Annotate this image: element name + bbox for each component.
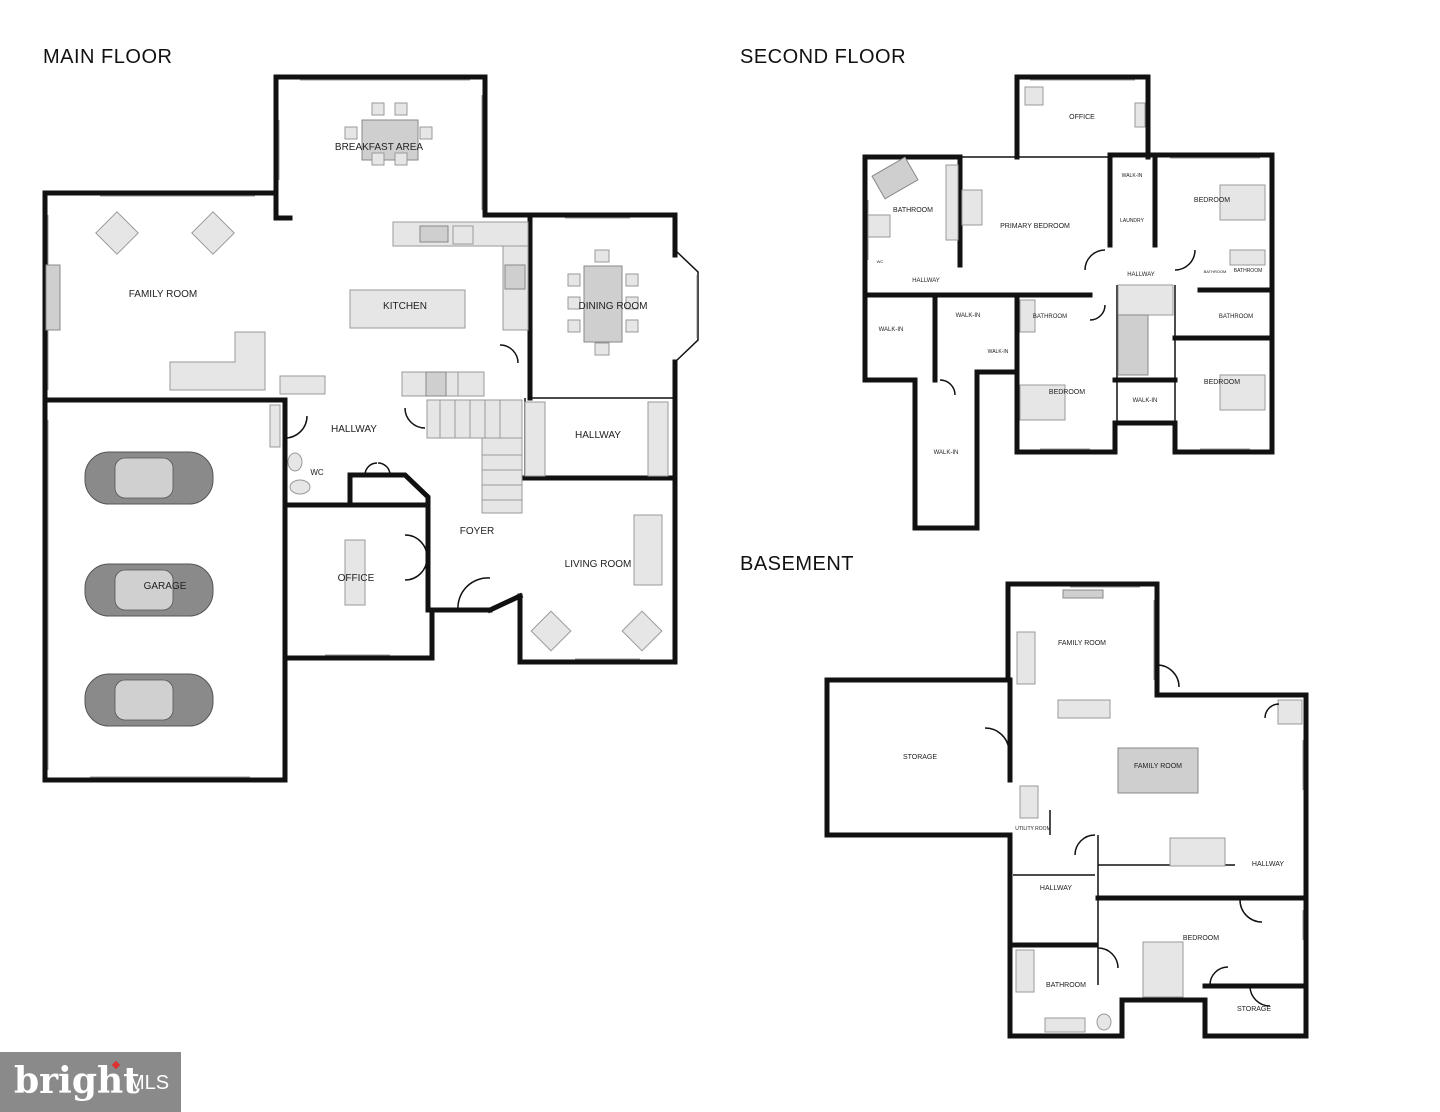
walk-in-label: WALK-IN xyxy=(879,327,904,333)
logo-brand: bright xyxy=(14,1060,140,1102)
second-floor-title: SECOND FLOOR xyxy=(740,46,907,68)
wc-label: WC xyxy=(310,468,324,477)
basement-plan: FAMILY ROOM STORAGE FAMILY ROOM UTILITY … xyxy=(824,581,1309,1039)
car-icon xyxy=(84,563,214,617)
bathroom-label: BATHROOM xyxy=(1234,268,1263,274)
family-room-label: FAMILY ROOM xyxy=(1134,763,1182,770)
logo-mls: MLS xyxy=(128,1072,170,1094)
car-icon xyxy=(84,673,214,727)
hallway-label: HALLWAY xyxy=(331,424,377,435)
bathroom-label: BATHROOM xyxy=(1046,982,1086,989)
bedroom-label: BEDROOM xyxy=(1194,197,1230,204)
main-floor-plan: BREAKFAST AREA FAMILY ROOM KITCHEN DININ… xyxy=(42,74,699,783)
dining-room-label: DINING ROOM xyxy=(579,301,648,312)
utility-room-label: UTILITY ROOM xyxy=(1015,826,1050,832)
storage-label: STORAGE xyxy=(903,754,937,761)
living-room-label: LIVING ROOM xyxy=(565,559,632,570)
hallway-label: HALLWAY xyxy=(575,430,621,441)
wc-label: WC xyxy=(877,259,884,264)
family-room-label: FAMILY ROOM xyxy=(1058,640,1106,647)
hallway-label: HALLWAY xyxy=(1252,861,1284,868)
bedroom-label: BEDROOM xyxy=(1049,389,1085,396)
storage-label: STORAGE xyxy=(1237,1006,1271,1013)
walk-in-label: WALK-IN xyxy=(934,450,959,456)
foyer-label: FOYER xyxy=(460,526,494,537)
breakfast-area-label: BREAKFAST AREA xyxy=(335,142,424,153)
office-label: OFFICE xyxy=(1069,114,1095,121)
second-floor-plan: OFFICE BATHROOM PRIMARY BEDROOM WALK-IN … xyxy=(862,74,1275,531)
kitchen-label: KITCHEN xyxy=(383,301,427,312)
hallway-label: HALLWAY xyxy=(1040,885,1072,892)
bedroom-label: BEDROOM xyxy=(1183,935,1219,942)
laundry-label: LAUNDRY xyxy=(1120,218,1144,224)
bedroom-label: BEDROOM xyxy=(1204,379,1240,386)
family-room-label: FAMILY ROOM xyxy=(129,289,198,300)
walk-in-label: WALK-IN xyxy=(1133,398,1158,404)
walk-in-label: WALK-IN xyxy=(988,349,1009,355)
hallway-label: HALLWAY xyxy=(912,278,940,284)
walk-in-label: WALK-IN xyxy=(1122,173,1143,179)
bathroom-label: BATHROOM xyxy=(1204,269,1227,274)
bathroom-label: BATHROOM xyxy=(1033,314,1067,320)
walk-in-label: WALK-IN xyxy=(956,313,981,319)
garage-label: GARAGE xyxy=(144,581,187,592)
primary-bedroom-label: PRIMARY BEDROOM xyxy=(1000,223,1070,230)
bright-mls-logo: bright MLS xyxy=(0,1052,181,1112)
hallway-label: HALLWAY xyxy=(1127,272,1155,278)
basement-title: BASEMENT xyxy=(740,553,855,575)
bathroom-label: BATHROOM xyxy=(1219,314,1253,320)
office-label: OFFICE xyxy=(338,573,375,584)
car-icon xyxy=(84,451,214,505)
bathroom-label: BATHROOM xyxy=(893,207,933,214)
main-floor-title: MAIN FLOOR xyxy=(43,46,173,68)
